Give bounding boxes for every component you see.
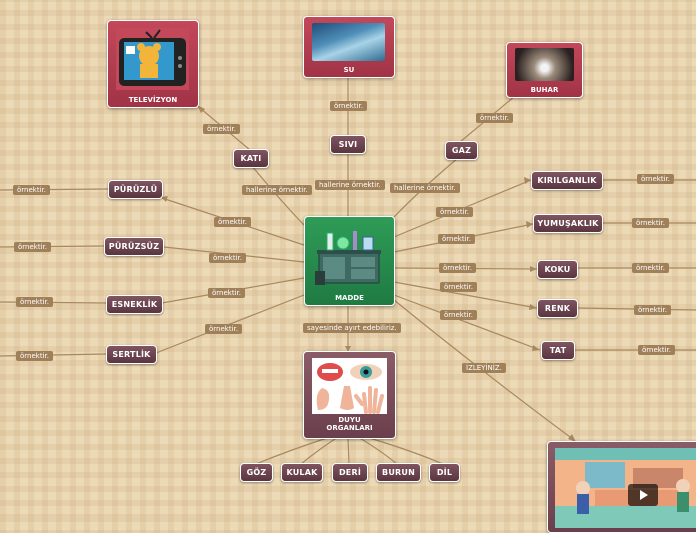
node-burun[interactable]: BURUN bbox=[376, 463, 421, 482]
card-televizyon-label: TELEVİZYON bbox=[128, 96, 178, 104]
node-deri[interactable]: DERİ bbox=[332, 463, 368, 482]
steam-image bbox=[515, 48, 574, 81]
node-esneklik[interactable]: ESNEKLİK bbox=[106, 295, 163, 314]
center-label: MADDE bbox=[335, 294, 364, 302]
link-label-tat-ornek: örnektir. bbox=[440, 310, 477, 320]
card-su-label: SU bbox=[343, 66, 355, 74]
play-button-icon[interactable] bbox=[628, 484, 658, 506]
link-label-tv-ornek: örnektir. bbox=[203, 124, 240, 134]
link-label-renk-ornek: örnektir. bbox=[440, 282, 477, 292]
link-label-izleyiniz: İZLEYİNİZ. bbox=[462, 363, 506, 373]
link-label-kirilganlik-ornek: örnektir. bbox=[436, 207, 473, 217]
card-buhar-label: BUHAR bbox=[530, 86, 559, 94]
node-koku[interactable]: KOKU bbox=[537, 260, 578, 279]
center-node-madde[interactable]: MADDE bbox=[304, 216, 395, 306]
node-kati[interactable]: KATI bbox=[233, 149, 269, 168]
node-yumusaklik[interactable]: YUMUŞAKLIK bbox=[533, 214, 603, 233]
link-label-right-1: örnektir. bbox=[637, 174, 674, 184]
node-sivi[interactable]: SIVI bbox=[330, 135, 366, 154]
laboratory-image bbox=[315, 231, 381, 285]
video-thumbnail-image bbox=[555, 448, 696, 528]
card-televizyon[interactable]: TELEVİZYON bbox=[107, 20, 199, 108]
link-label-duyu: sayesinde ayırt edebiliriz. bbox=[303, 323, 401, 333]
card-duyu-label: DUYU ORGANLARI bbox=[326, 416, 373, 432]
link-label-left-1: örnektir. bbox=[13, 185, 50, 195]
node-dil[interactable]: DİL bbox=[429, 463, 460, 482]
node-renk[interactable]: RENK bbox=[537, 299, 578, 318]
tv-cartoon-image bbox=[116, 28, 189, 90]
link-label-sivi-haller: hallerine örnektir. bbox=[315, 180, 385, 190]
link-label-kati-haller: hallerine örnektir. bbox=[242, 185, 312, 195]
link-label-right-3: örnektir. bbox=[632, 263, 669, 273]
link-label-left-2: örnektir. bbox=[14, 242, 51, 252]
node-tat[interactable]: TAT bbox=[541, 341, 575, 360]
sense-organs-image bbox=[312, 358, 387, 414]
link-label-right-2: örnektir. bbox=[632, 218, 669, 228]
link-label-yumusaklik-ornek: örnektir. bbox=[438, 234, 475, 244]
node-kirilganlik[interactable]: KIRILGANLIK bbox=[531, 171, 603, 190]
card-duyu-organlari[interactable]: DUYU ORGANLARI bbox=[303, 351, 396, 439]
link-label-gaz-haller: hallerine örnektir. bbox=[390, 183, 460, 193]
card-buhar[interactable]: BUHAR bbox=[506, 42, 583, 98]
node-kulak[interactable]: KULAK bbox=[281, 463, 323, 482]
link-label-puruzlu-ornek: örnektir. bbox=[214, 217, 251, 227]
link-label-puruzsuz-ornek: örnektir. bbox=[209, 253, 246, 263]
link-label-right-5: örnektir. bbox=[638, 345, 675, 355]
link-label-right-4: örnektir. bbox=[634, 305, 671, 315]
node-gaz[interactable]: GAZ bbox=[445, 141, 478, 160]
link-label-left-4: örnektir. bbox=[16, 351, 53, 361]
link-label-buhar-ornek: örnektir. bbox=[476, 113, 513, 123]
node-puruzlu[interactable]: PÜRÜZLÜ bbox=[108, 180, 163, 199]
card-su[interactable]: SU bbox=[303, 16, 395, 78]
card-video[interactable] bbox=[547, 441, 696, 533]
link-label-esneklik-ornek: örnektir. bbox=[208, 288, 245, 298]
water-image bbox=[312, 23, 385, 61]
link-label-left-3: örnektir. bbox=[16, 297, 53, 307]
link-label-koku-ornek: örnektir. bbox=[439, 263, 476, 273]
node-goz[interactable]: GÖZ bbox=[240, 463, 273, 482]
link-label-sertlik-ornek: örnektir. bbox=[205, 324, 242, 334]
link-label-su-ornek: örnektir. bbox=[330, 101, 367, 111]
node-sertlik[interactable]: SERTLİK bbox=[106, 345, 157, 364]
node-puruzsuz[interactable]: PÜRÜZSÜZ bbox=[104, 237, 164, 256]
